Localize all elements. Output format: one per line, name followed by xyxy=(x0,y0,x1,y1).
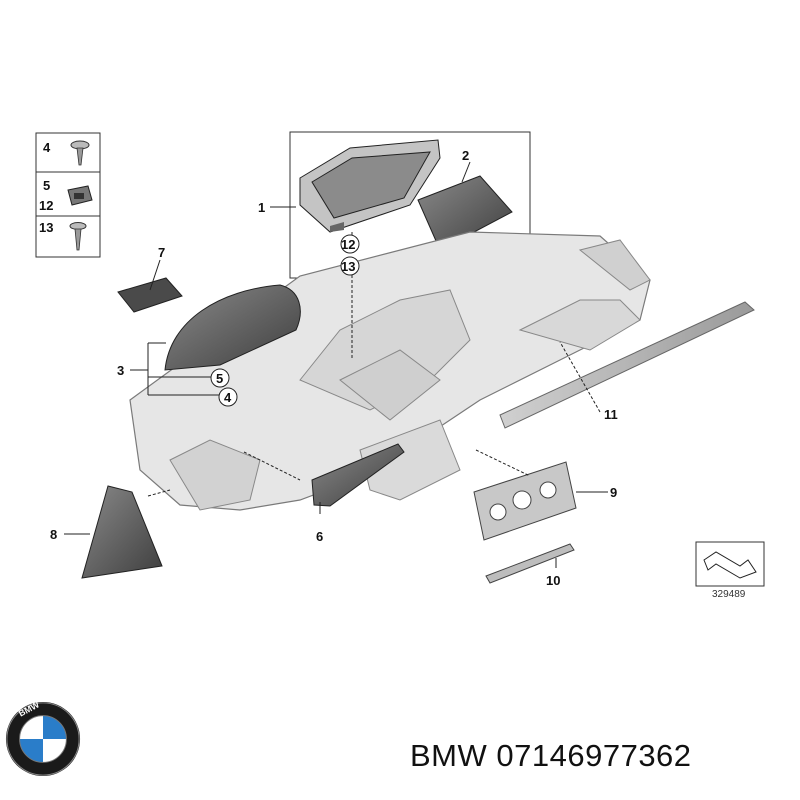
callout-9: 9 xyxy=(610,485,617,500)
knee-trim-panel xyxy=(311,443,405,507)
legend-label-4: 4 xyxy=(43,140,51,155)
legend-label-13: 13 xyxy=(39,220,53,235)
callout-1: 1 xyxy=(258,200,265,215)
callout-10: 10 xyxy=(546,573,560,588)
callout-3: 3 xyxy=(117,363,124,378)
bmw-logo: BMW xyxy=(5,700,81,777)
callout-8: 8 xyxy=(50,527,57,542)
trim-strip xyxy=(499,301,755,429)
callout-6: 6 xyxy=(316,529,323,544)
callout-7: 7 xyxy=(158,245,165,260)
legend-label-5: 5 xyxy=(43,178,50,193)
part-number: 07146977362 xyxy=(496,738,692,773)
glove-box-group xyxy=(289,131,531,279)
part-number-caption: BMW 07146977362 xyxy=(410,738,692,774)
climate-control-panel xyxy=(473,461,577,541)
circled-label-4: 4 xyxy=(224,390,232,405)
circled-label-12: 12 xyxy=(341,237,355,252)
circled-label-5: 5 xyxy=(216,371,223,386)
fastener-legend: 4 5 12 13 xyxy=(35,132,101,258)
tapping-screw-icon xyxy=(69,222,87,251)
glove-box-housing xyxy=(299,139,441,233)
callout-2: 2 xyxy=(462,148,469,163)
legend-label-12: 12 xyxy=(39,198,53,213)
reference-box: 329489 xyxy=(695,541,765,600)
side-end-trim xyxy=(81,485,163,579)
brand-name: BMW xyxy=(410,738,488,773)
circled-callouts: 12 13 5 4 xyxy=(210,234,360,407)
clip-nut-icon xyxy=(67,185,93,206)
view-arrow-icon xyxy=(703,551,757,579)
glove-box-cover xyxy=(417,175,513,251)
cover-pad-7 xyxy=(117,277,183,313)
reference-number: 329489 xyxy=(712,589,746,600)
panel-strip xyxy=(485,543,575,584)
screw-icon xyxy=(70,140,90,166)
part-callouts: 1 2 3 6 7 8 9 10 11 xyxy=(50,148,618,588)
circled-label-13: 13 xyxy=(341,259,355,274)
instrument-cluster-cover xyxy=(164,284,301,371)
dashboard-carrier xyxy=(129,231,651,511)
callout-11: 11 xyxy=(604,407,618,422)
leader-lines xyxy=(64,161,608,568)
